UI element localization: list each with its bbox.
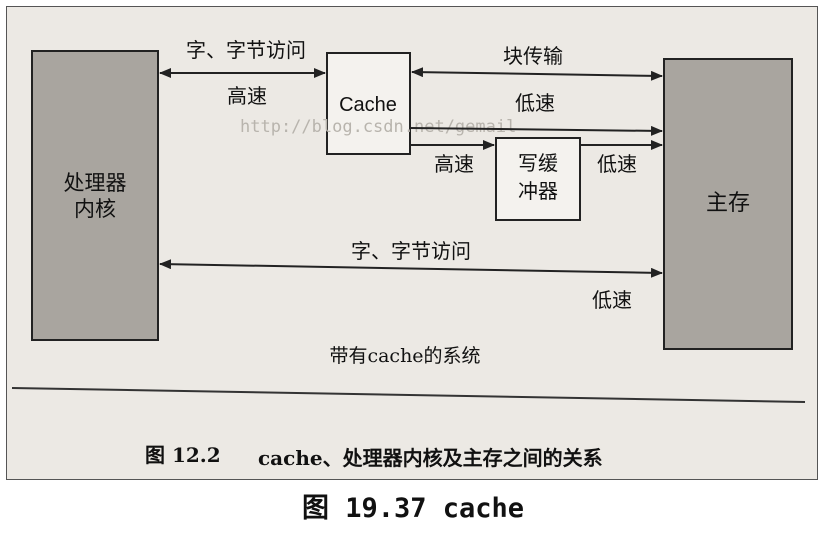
write-buffer-box [495, 137, 581, 221]
cpu-core-block [31, 50, 159, 341]
cache-label: Cache [339, 94, 397, 116]
cpu-core-label-line2: 内核 [74, 197, 116, 221]
main-memory-block [663, 58, 793, 350]
label-top-left-speed: 高速 [227, 84, 267, 108]
cache-box [326, 52, 411, 155]
arrow-cache-memory-block [411, 67, 663, 81]
arrow-cache-memory-low [409, 125, 663, 136]
write-buffer-label-line2: 冲器 [518, 179, 558, 203]
main-memory-label: 主存 [706, 191, 750, 216]
watermark: http://blog.csdn.net/gemail [240, 117, 516, 137]
label-system: 带有cache的系统 [329, 345, 480, 367]
figure-caption: 图 19.37 cache [301, 493, 525, 524]
cpu-core-label-line1: 处理器 [64, 171, 127, 195]
label-wb-out-speed: 低速 [597, 152, 637, 176]
write-buffer-label-line1: 写缓 [518, 151, 558, 175]
label-wb-in-speed: 高速 [434, 152, 474, 176]
book-caption-text: cache、处理器内核及主存之间的关系 [258, 446, 603, 470]
label-top-left-access: 字、字节访问 [186, 38, 306, 62]
arrow-cpu-memory [159, 259, 663, 278]
label-low-speed-upper: 低速 [515, 91, 555, 115]
label-bottom-access: 字、字节访问 [351, 239, 471, 263]
label-block-transfer: 块传输 [503, 44, 563, 68]
divider [11, 387, 806, 403]
book-caption-number: 图 12.2 [145, 443, 221, 467]
label-bottom-speed: 低速 [592, 288, 632, 312]
